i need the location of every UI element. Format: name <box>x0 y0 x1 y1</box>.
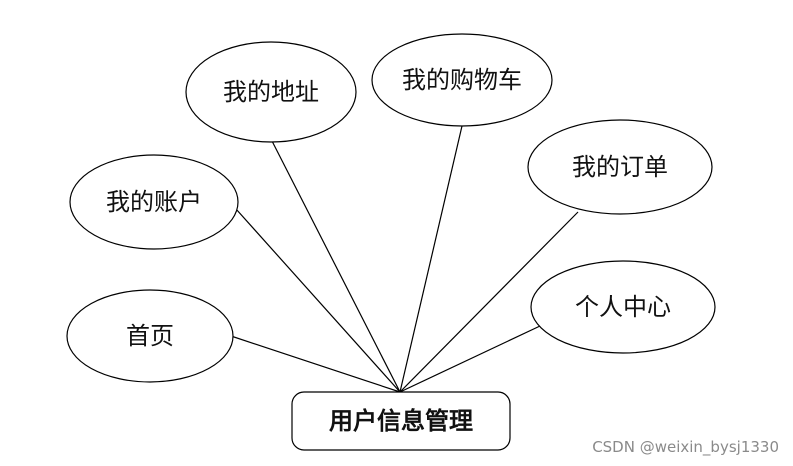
connector-dizhi <box>271 140 401 393</box>
node-gerenzhongxin: 个人中心 <box>530 260 716 354</box>
connector-gouwuche <box>399 125 463 393</box>
node-label-zhanghu: 我的账户 <box>106 188 202 216</box>
connector-shouye <box>230 335 401 393</box>
node-zhanghu: 我的账户 <box>69 154 239 250</box>
connector-zhanghu <box>235 208 401 393</box>
node-label-dingdan: 我的订单 <box>572 153 668 181</box>
node-gouwuche: 我的购物车 <box>371 33 553 127</box>
node-label-shouye: 首页 <box>126 322 174 350</box>
node-dizhi: 我的地址 <box>185 41 357 143</box>
connector-gerenzhongxin <box>399 325 541 393</box>
watermark-text: CSDN @weixin_bysj1330 <box>592 438 779 456</box>
node-label-dizhi: 我的地址 <box>223 78 319 106</box>
connector-dingdan <box>399 211 579 393</box>
root-node: 用户信息管理 <box>291 391 511 451</box>
root-label: 用户信息管理 <box>329 407 473 435</box>
node-shouye: 首页 <box>66 289 234 383</box>
node-label-gerenzhongxin: 个人中心 <box>575 293 671 321</box>
node-label-gouwuche: 我的购物车 <box>402 66 522 94</box>
node-dingdan: 我的订单 <box>527 119 713 215</box>
